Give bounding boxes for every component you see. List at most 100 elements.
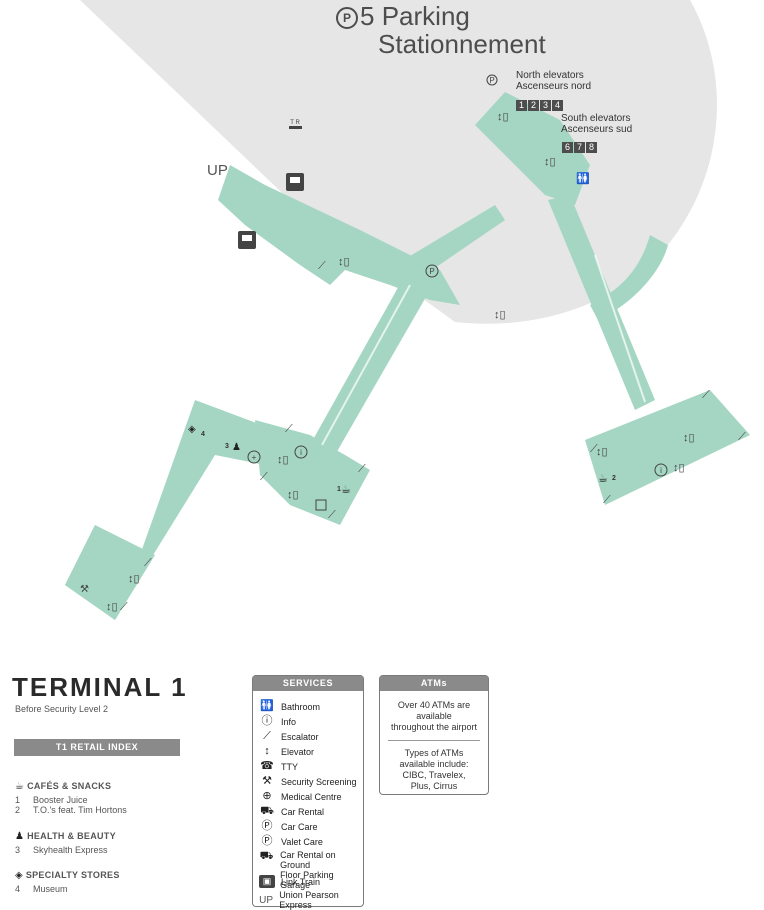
elevator-icon: ↕▯ xyxy=(596,446,608,458)
north-elevators-en: North elevators xyxy=(516,70,584,81)
escalator-icon: ⟋ xyxy=(702,389,710,401)
service-medical: ⊕Medical Centre xyxy=(259,790,341,803)
elevator-icon: ↕▯ xyxy=(287,489,299,501)
elevator-icon: ↕▯ xyxy=(673,462,685,474)
escalator-icon: ⟋ xyxy=(260,471,268,483)
security-screening-icon: ⚒ xyxy=(262,775,272,787)
category-title: HEALTH & BEAUTY xyxy=(27,831,116,841)
north-elevators-label: North elevators Ascenseurs nord xyxy=(516,70,591,92)
atms-availability: Over 40 ATMs are available throughout th… xyxy=(390,700,478,732)
car-rental-ground-icon: T R xyxy=(289,120,302,129)
services-title: SERVICES xyxy=(253,676,363,691)
service-escalator: ⟋Escalator xyxy=(259,730,318,743)
elevator-icon: ↕ xyxy=(264,745,270,757)
svg-text:+: + xyxy=(252,453,257,462)
health-beauty-icon: ♟ xyxy=(15,831,25,842)
escalator-icon: ⟋ xyxy=(590,443,598,455)
info-icon xyxy=(294,445,308,459)
south-elevators-label: South elevators Ascenseurs sud xyxy=(561,113,632,135)
north-elevators-fr: Ascenseurs nord xyxy=(516,81,592,92)
svg-text:P: P xyxy=(489,76,494,85)
link-train-icon: ▣ xyxy=(259,875,275,888)
escalator-icon: ⟋ xyxy=(144,557,152,569)
service-elevator: ↕Elevator xyxy=(259,745,314,758)
elevator-number: 4 xyxy=(552,100,563,111)
escalator-icon: ⟋ xyxy=(738,431,746,443)
link-train-icon xyxy=(286,173,304,191)
service-car-rental: ⛟Car Rental xyxy=(260,805,325,817)
elevator-number: 3 xyxy=(540,100,551,111)
store-marker-1: 1 xyxy=(337,486,341,493)
tty-icon xyxy=(315,499,327,511)
parking-label-en: Parking xyxy=(381,1,470,31)
info-icon xyxy=(654,463,668,477)
escalator-icon: ⟋ xyxy=(263,730,271,742)
parking-label-fr: Stationnement xyxy=(378,29,546,59)
svg-text:P: P xyxy=(429,267,434,276)
tty-icon: ☎ xyxy=(260,760,274,772)
south-elevators-fr: Ascenseurs sud xyxy=(561,124,633,135)
terminal-title: TERMINAL 1 xyxy=(12,672,188,702)
tag-icon: ◈ xyxy=(15,870,23,881)
link-train-icon xyxy=(238,231,256,249)
escalator-icon: ⟋ xyxy=(328,509,336,521)
terminal-map: ↕▯ ↕▯ ↕▯ ↕▯ ↕▯ ↕▯ ↕▯ ↕▯ ↕▯ ↕▯ ↕▯ ⟋ ⟋ ⟋ ⟋… xyxy=(65,0,750,620)
tag-icon: ◈ xyxy=(188,424,196,435)
elevator-icon: ↕▯ xyxy=(128,573,140,585)
coffee-icon: ☕ xyxy=(598,472,608,485)
service-link-train: ▣Link Train xyxy=(259,875,320,888)
elevator-icon: ↕▯ xyxy=(338,256,350,268)
service-tty: ☎TTY xyxy=(260,760,298,772)
up-express-label: UP xyxy=(207,162,228,179)
car-care-icon: Ⓟ xyxy=(261,820,273,832)
health-beauty-icon: ♟ xyxy=(232,442,241,453)
parking-garage-area xyxy=(80,0,717,324)
south-elevators-en: South elevators xyxy=(561,113,631,124)
car-rental-ground-icon: ⛟ xyxy=(259,850,274,862)
elevator-icon: ↕▯ xyxy=(683,432,695,444)
category-title: SPECIALTY STORES xyxy=(25,870,120,880)
coffee-icon: ☕ xyxy=(341,483,351,496)
escalator-icon: ⟋ xyxy=(358,463,366,475)
parking-number: 5 xyxy=(360,1,375,31)
escalator-icon: ⟋ xyxy=(285,423,293,435)
elevator-number: 1 xyxy=(516,100,527,111)
atms-panel: ATMs Over 40 ATMs are available througho… xyxy=(379,675,489,795)
bathroom-icon: 🚻 xyxy=(576,172,590,185)
bathroom-icon: 🚻 xyxy=(260,700,274,712)
store-marker-4: 4 xyxy=(201,431,205,438)
elevator-icon: ↕▯ xyxy=(497,111,509,123)
car-rental-icon: ⛟ xyxy=(260,805,274,817)
valet-care-icon xyxy=(425,264,439,278)
elevator-icon: ↕▯ xyxy=(544,156,556,168)
store-marker-2: 2 xyxy=(612,475,616,482)
svg-text:i: i xyxy=(660,466,662,475)
medical-centre-icon: ⊕ xyxy=(262,790,272,802)
parking-icon: P xyxy=(336,7,358,29)
elevator-number: 7 xyxy=(574,142,585,153)
terminal-subtitle: Before Security Level 2 xyxy=(15,704,109,714)
elevator-number: 8 xyxy=(586,142,597,153)
svg-text:i: i xyxy=(300,448,302,457)
valet-care-icon: Ⓟ xyxy=(261,835,273,847)
service-security: ⚒Security Screening xyxy=(259,775,356,788)
escalator-icon: ⟋ xyxy=(120,601,128,613)
escalator-icon: ⟋ xyxy=(603,494,611,506)
car-care-icon xyxy=(486,74,498,86)
elevator-icon: ↕▯ xyxy=(494,309,506,321)
atms-types: Types of ATMs available include: CIBC, T… xyxy=(399,748,469,791)
store-marker-3: 3 xyxy=(225,443,229,450)
elevator-icon: ↕▯ xyxy=(277,454,289,466)
elevator-number: 2 xyxy=(528,100,539,111)
